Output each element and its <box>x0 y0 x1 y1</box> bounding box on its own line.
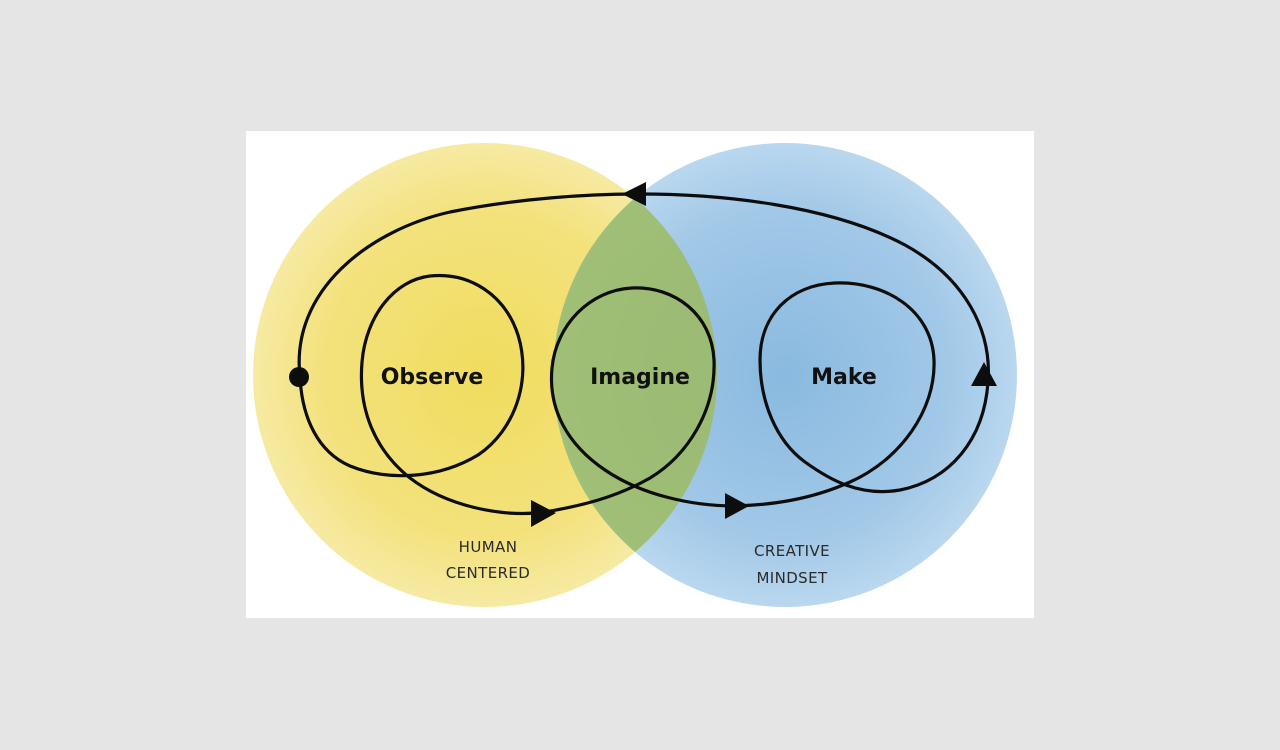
stage-label-make: Make <box>811 365 877 390</box>
arrow-right-icon <box>725 493 749 519</box>
stage-label-observe: Observe <box>381 365 484 390</box>
start-dot-icon <box>289 367 309 387</box>
creative-mindset-label-line1: CREATIVE <box>754 542 830 560</box>
human-centered-label-line1: HUMAN <box>459 538 518 556</box>
arrow-left-icon <box>622 182 646 206</box>
outer-loop <box>297 192 990 516</box>
human-centered-label-line2: CENTERED <box>446 564 530 582</box>
overlap-region <box>553 143 717 607</box>
creative-mindset-label-line2: MINDSET <box>756 569 828 587</box>
arrow-right-icon <box>531 500 556 527</box>
arrow-up-icon <box>971 362 997 386</box>
stage-label-imagine: Imagine <box>590 365 690 390</box>
